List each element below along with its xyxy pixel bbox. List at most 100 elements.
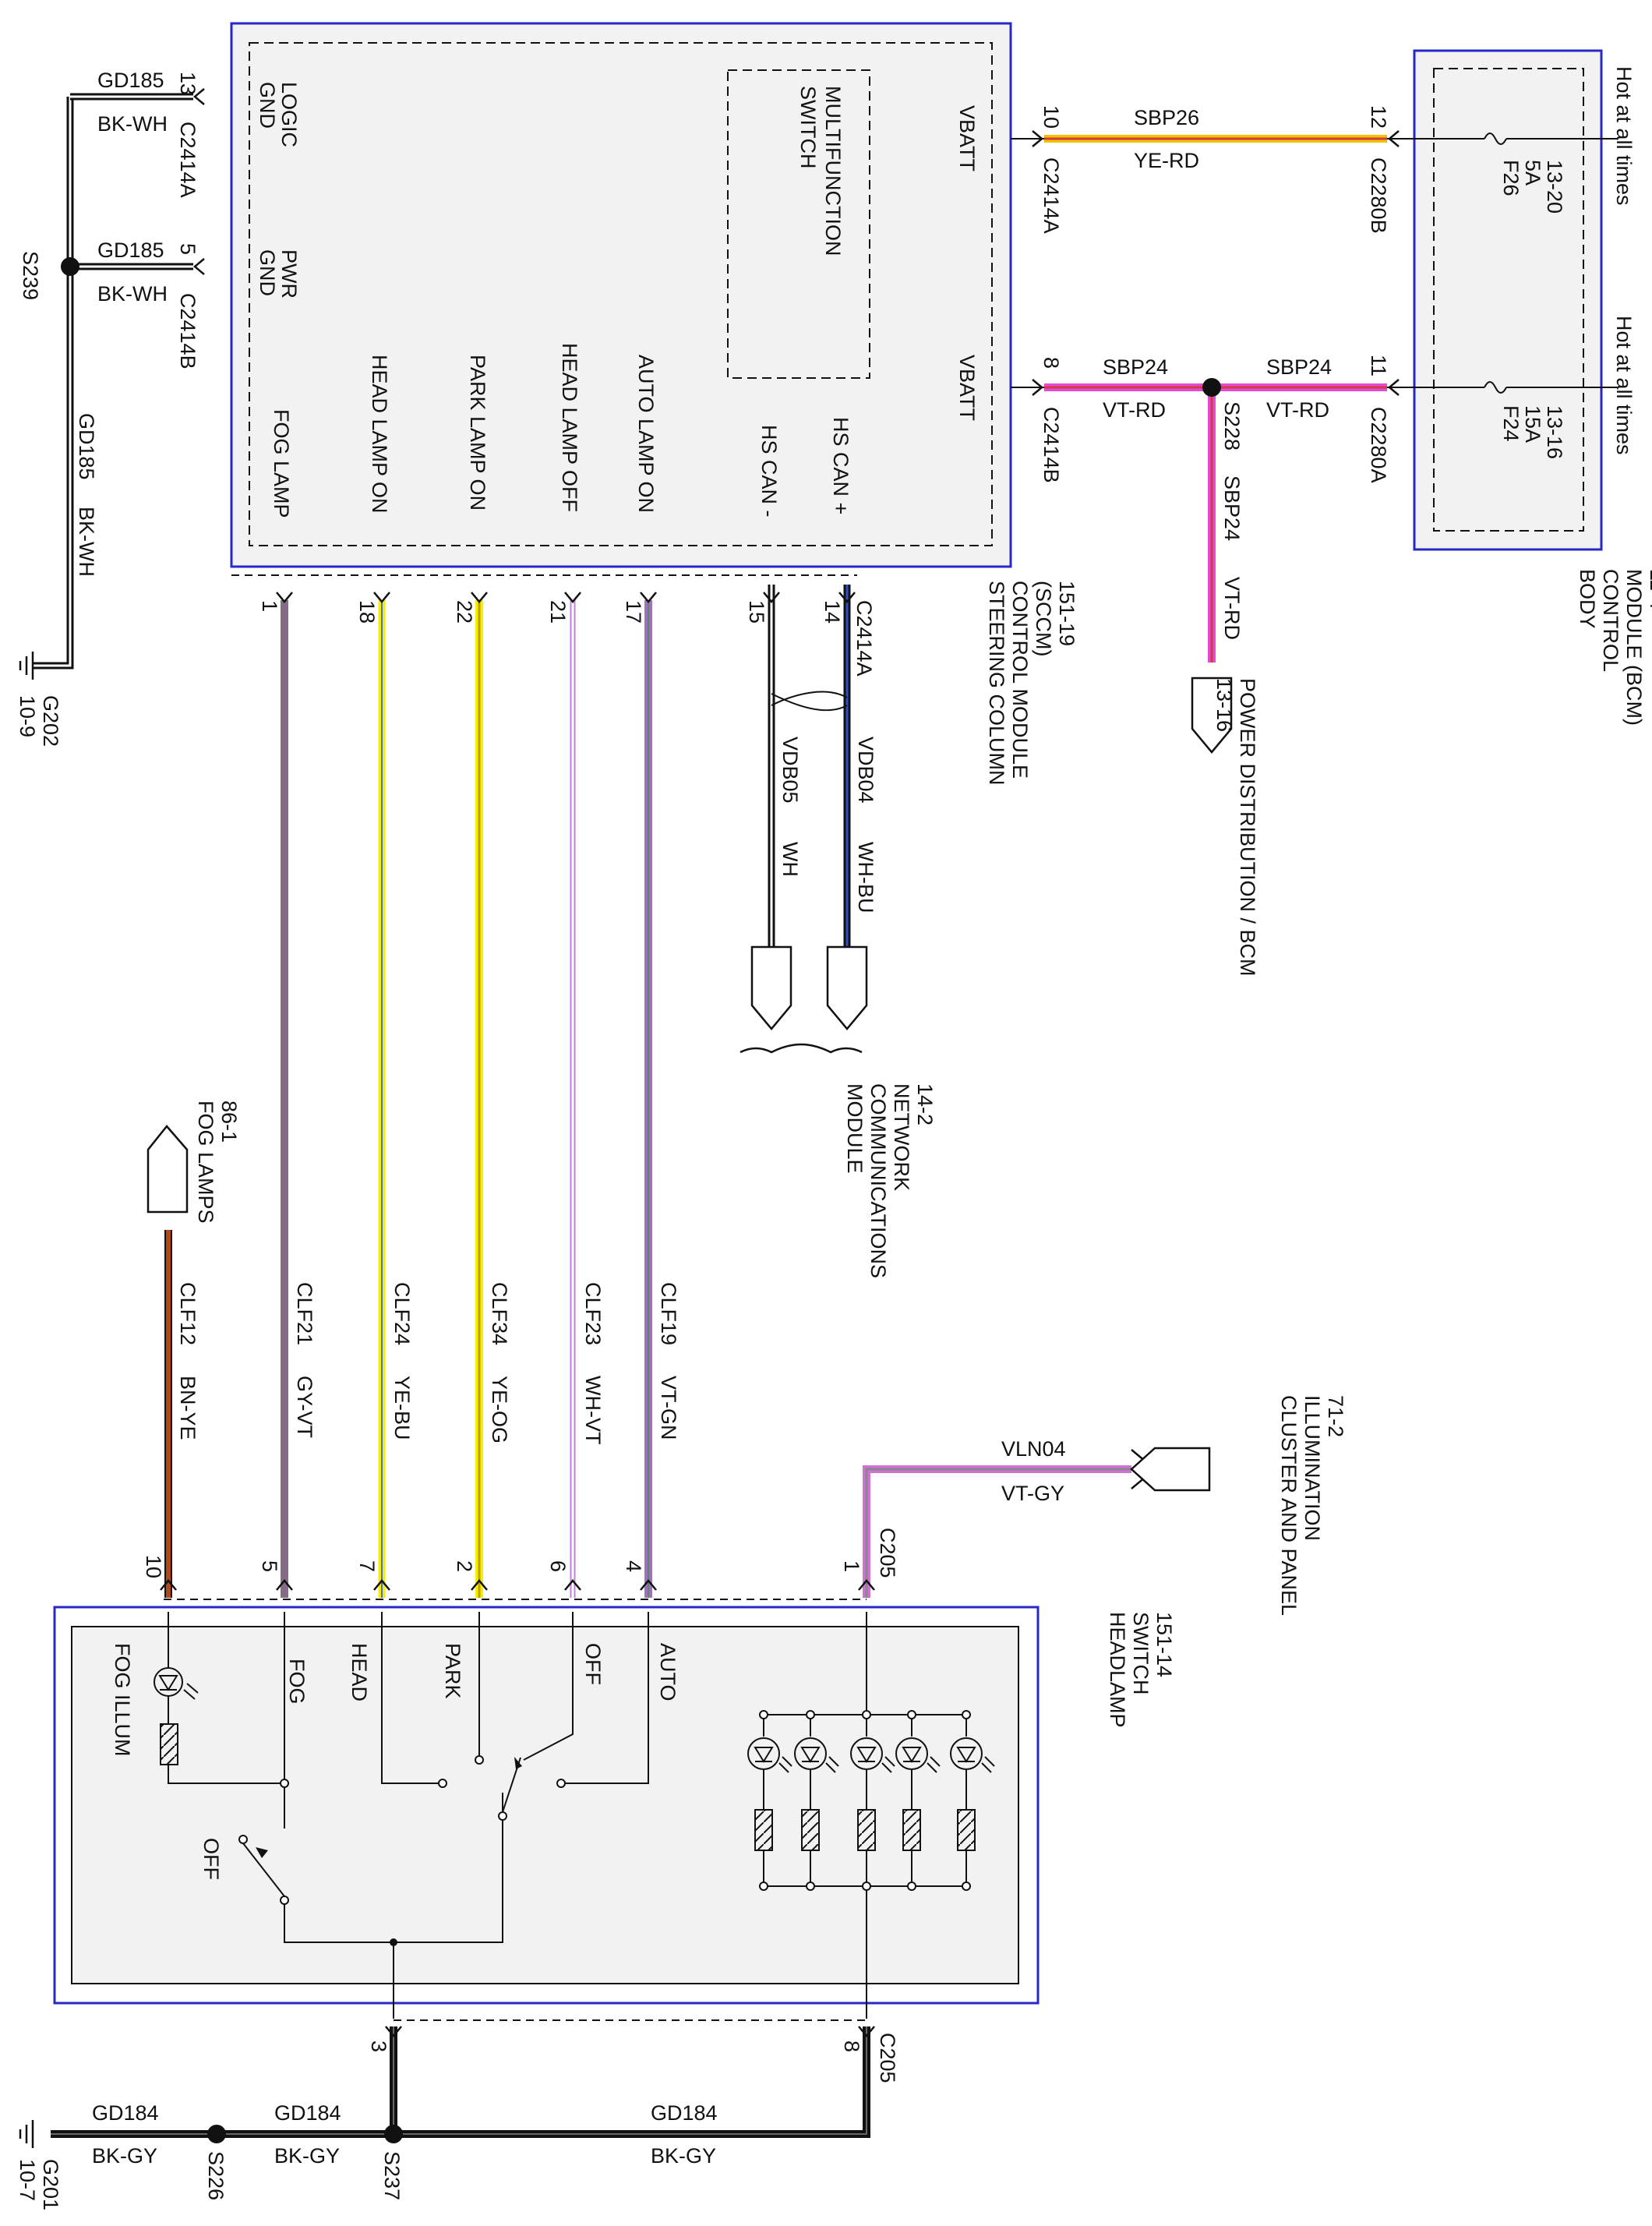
hot-label-1: Hot at all times (1612, 66, 1636, 206)
svg-text:C205: C205 (876, 1528, 899, 1578)
fog-illum-resistor-icon (160, 1723, 178, 1765)
svg-text:10: 10 (1040, 105, 1063, 129)
svg-text:SBP24: SBP24 (1103, 355, 1168, 379)
splices: S239 S228 S226 S237 (19, 251, 1244, 2200)
svg-text:C205: C205 (876, 2033, 899, 2083)
fuse-f26-label: F26 5A 13-20 (1499, 160, 1566, 214)
bcm-title: BODY CONTROL MODULE (BCM) 11-4 (1576, 569, 1652, 732)
svg-text:GY-VT: GY-VT (293, 1376, 316, 1438)
svg-text:G20210-9: G20210-9 (16, 695, 62, 747)
svg-text:3: 3 (367, 2040, 390, 2052)
svg-text:8: 8 (840, 2040, 863, 2052)
fog-lamp-label: FOG LAMP (270, 409, 293, 518)
svg-text:VT-GN: VT-GN (657, 1376, 680, 1440)
svg-text:CLF23: CLF23 (581, 1282, 605, 1345)
svg-text:18: 18 (355, 600, 379, 624)
multifunction-switch-box (727, 69, 870, 379)
svg-text:MODULE COMMUNICATIONS: MODULE COMMUNICATIONS NETWORK 14-2 (843, 1083, 937, 1284)
s226-label: S226 (204, 2151, 228, 2200)
svg-text:WH-BU: WH-BU (854, 842, 877, 913)
svg-text:CLUSTER AND PANEL ILLUMI: CLUSTER AND PANEL ILLUMINATION 71-2 (1277, 1395, 1347, 1621)
svg-text:VLN04: VLN04 (1001, 1437, 1066, 1461)
s239-label: S239 (19, 251, 42, 300)
svg-text:SBP24: SBP24 (1220, 475, 1244, 541)
fog-pin-label: FOG (285, 1659, 309, 1705)
svg-text:5: 5 (176, 243, 199, 255)
svg-text:1: 1 (258, 600, 281, 612)
svg-text:C2414B: C2414B (176, 293, 199, 369)
svg-text:1: 1 (840, 1560, 863, 1572)
svg-text:VDB05: VDB05 (778, 737, 802, 804)
svg-text:BK-GY: BK-GY (651, 2144, 716, 2168)
hs-can-minus-label: HS CAN - (757, 425, 781, 518)
svg-text:7: 7 (355, 1560, 379, 1572)
fuse-f26-icon (1484, 132, 1507, 145)
dest-cluster-illumination: CLUSTER AND PANEL ILLUMINATION 71-2 (1130, 1395, 1347, 1621)
svg-text:GD184: GD184 (92, 2101, 159, 2125)
svg-text:WH-VT: WH-VT (581, 1376, 605, 1444)
connector-labels: 13 C2414A 5 C2414B 10 C2414A 12 C2280B 8… (142, 72, 1390, 2083)
ground-g202: G20210-9 (16, 652, 62, 747)
park-lamp-on-label: PARK LAMP ON (466, 355, 489, 511)
svg-text:12: 12 (1367, 105, 1390, 129)
s237-label: S237 (380, 2151, 404, 2200)
svg-text:VT-RD: VT-RD (1103, 398, 1166, 422)
head-pin-label: HEAD (348, 1643, 371, 1701)
illumination-led-3 (850, 1710, 895, 1891)
svg-text:BK-GY: BK-GY (274, 2144, 340, 2168)
sccm-module: MULTIFUNCTION SWITCH STEERING COLUMN CON… (230, 22, 1078, 791)
svg-text:BK-WH: BK-WH (75, 507, 98, 577)
s228-label: S228 (1220, 401, 1244, 450)
svg-text:BK-WH: BK-WH (97, 112, 168, 136)
illumination-led-1 (747, 1710, 792, 1891)
auto-pin-label: AUTO (656, 1643, 680, 1701)
ground-g201-icon (19, 2120, 34, 2148)
fuse-f24-label: F24 15A 13-16 (1499, 405, 1566, 459)
svg-text:VT-RD: VT-RD (1220, 577, 1244, 640)
dest-power-distribution: POWER DISTRIBUTION / BCM13-16 (1191, 677, 1259, 977)
ground-g201: G20110-7 (16, 2120, 62, 2210)
svg-text:CLF19: CLF19 (657, 1282, 680, 1345)
hs-can-plus-label: HS CAN + (829, 417, 852, 514)
svg-text:C2414A: C2414A (1040, 157, 1063, 234)
illumination-led-5 (950, 1710, 995, 1891)
svg-text:GD185: GD185 (97, 69, 164, 92)
svg-text:CLF34: CLF34 (488, 1282, 511, 1345)
svg-text:17: 17 (622, 600, 645, 624)
auto-lamp-on-label: AUTO LAMP ON (634, 355, 658, 513)
dest-fog-lamps: FOG LAMPS86-1 (146, 1101, 241, 1224)
svg-text:C2414A: C2414A (852, 600, 876, 677)
svg-text:GD185: GD185 (97, 238, 164, 262)
fog-off-label: OFF (199, 1838, 223, 1880)
circuit-labels: GD185 BK-WH GD185 BK-WH GD185 BK-WH SBP2… (75, 69, 1332, 2168)
svg-text:BK-GY: BK-GY (92, 2144, 157, 2168)
svg-text:BK-WH: BK-WH (97, 282, 168, 306)
off-pin-label: OFF (581, 1643, 605, 1685)
sccm-title: STEERING COLUMN CONTROL MODULE (SCCM) 15… (985, 581, 1078, 791)
svg-text:POWER DISTRIBUTION / BCM13-16: POWER DISTRIBUTION / BCM13-16 (1213, 678, 1259, 977)
svg-text:SBP24: SBP24 (1266, 355, 1332, 379)
svg-text:C2414B: C2414B (1040, 407, 1063, 483)
svg-text:VT-RD: VT-RD (1266, 398, 1329, 422)
headlamp-switch-title: HEADLAMP SWITCH 151-14 (1106, 1612, 1176, 1733)
splice-s228 (1202, 378, 1221, 397)
svg-text:22: 22 (453, 600, 476, 624)
svg-text:10: 10 (142, 1555, 165, 1578)
svg-text:15: 15 (745, 600, 768, 624)
illumination-led-2 (794, 1710, 839, 1891)
headlamp-switch-module: HEADLAMP SWITCH 151-14 FOG ILLUM FOG HEA… (53, 1599, 1176, 2021)
svg-text:C2280A: C2280A (1367, 407, 1390, 483)
multifunction-switch-label: MULTIFUNCTION SWITCH (796, 86, 845, 262)
svg-text:4: 4 (622, 1560, 645, 1572)
svg-text:G20110-7: G20110-7 (16, 2159, 62, 2210)
svg-text:YE-RD: YE-RD (1134, 149, 1199, 172)
fuse-f24-icon (1484, 381, 1507, 394)
park-pin-label: PARK (441, 1643, 464, 1699)
svg-text:C2414A: C2414A (176, 122, 199, 198)
hot-label-2: Hot at all times (1612, 316, 1636, 455)
svg-text:CLF12: CLF12 (176, 1282, 199, 1345)
vbatt1-label: VBATT (955, 105, 979, 171)
svg-text:21: 21 (546, 600, 570, 624)
svg-text:YE-OG: YE-OG (488, 1376, 511, 1443)
